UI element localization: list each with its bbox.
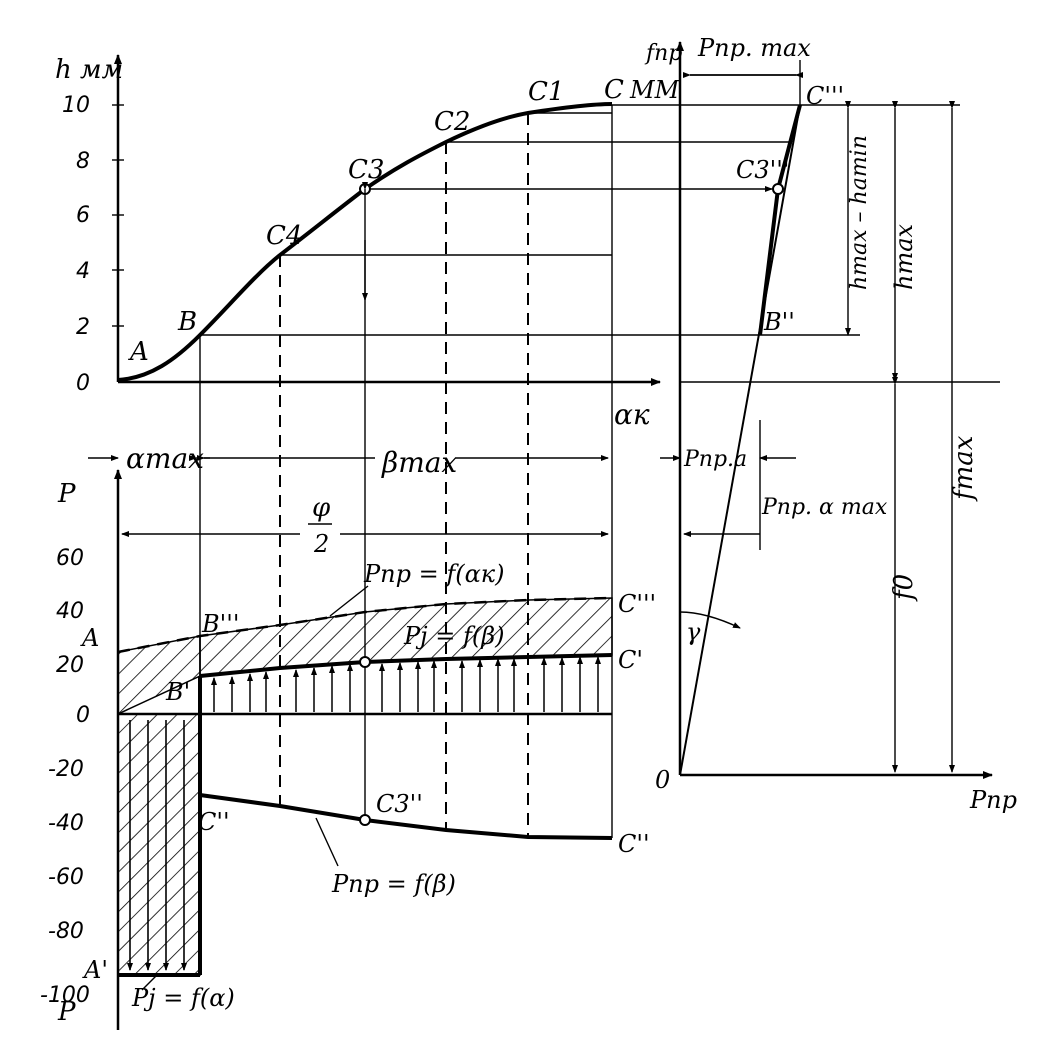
point-b-label: B (177, 307, 197, 337)
lift-grid (200, 104, 960, 336)
inertia-alpha-arrows (127, 720, 187, 971)
p-tick-m60: -60 (48, 865, 84, 890)
point-c3-label: C3 (348, 155, 384, 185)
p-tick-m20: -20 (48, 757, 84, 782)
point-c4-label: C4 (266, 221, 302, 251)
p-tick-m80: -80 (48, 919, 84, 944)
h-tick-8: 8 (76, 149, 90, 174)
h-tick-2: 2 (76, 315, 90, 340)
inertia-beta-label: Pj = f(β) (403, 622, 504, 650)
h-tick-4: 4 (76, 259, 90, 284)
point-a1-label: A' (82, 956, 108, 984)
point-c1-label: C1 (528, 77, 564, 107)
point-c3-3-label: C3''' (736, 156, 789, 184)
point-c1-right-label: C' (618, 646, 643, 674)
spring-characteristic: fпр Pпр. max C''' C3''' B'' Pпр.a Pпр. α… (644, 34, 1017, 814)
gamma-label: γ (686, 618, 701, 646)
point-b1-label: B' (165, 678, 190, 706)
alpha-axis-label: αк (614, 398, 650, 431)
p-tick-0: 0 (76, 703, 90, 728)
spring-curve-beta (199, 793, 613, 840)
p-pr-max-label: Pпр. max (697, 34, 811, 62)
spring-alpha-label: Pпр = f(αк) (363, 560, 504, 588)
f-0-label: f0 (889, 574, 919, 602)
point-c2-label: C2 (434, 107, 470, 137)
two-label: 2 (313, 530, 329, 558)
p-ticks: 60 40 20 0 -20 -40 -60 -80 -100 (40, 546, 90, 1008)
p-pr-a-label: Pпр.a (683, 447, 747, 472)
inertia-arrows (211, 656, 601, 712)
inertia-curve-beta (199, 653, 613, 678)
mm-label: ММ (629, 76, 681, 104)
p-tick-60: 60 (56, 546, 84, 571)
ppr-axis-label: Pпр (969, 786, 1017, 814)
point-c3-top-label: C''' (618, 590, 656, 618)
point-c2-left-label: C'' (198, 808, 230, 836)
h-tick-0: 0 (76, 371, 90, 396)
h-max-label: hmax (890, 223, 918, 290)
h-axis-label: h мм (55, 55, 123, 85)
spring-line (679, 104, 801, 776)
point-c3-2-marker (359, 814, 371, 826)
h-tick-10: 10 (62, 93, 90, 118)
force-diagram: P P 60 40 20 0 -20 -40 -60 -80 -100 (40, 469, 656, 1030)
p-tick-m40: -40 (48, 811, 84, 836)
p-axis-label-top: P (57, 479, 76, 509)
point-b4-label: B'' (763, 308, 795, 336)
point-c2-right-label: C'' (618, 830, 650, 858)
point-c3-2-label: C3'' (376, 790, 423, 818)
p-pr-amax-label: Pпр. α max (761, 495, 888, 520)
inertia-alpha-label: Pj = f(α) (131, 984, 235, 1012)
beta-max-label: βmax (381, 446, 457, 479)
p-axis-label-bottom: P (57, 997, 76, 1027)
alpha-max-label: αmax (126, 442, 204, 475)
point-c-label: C (604, 75, 624, 105)
phi-label: φ (312, 493, 331, 523)
angle-dimensions: αmax βmax φ 2 (88, 442, 609, 558)
p-tick-m100: -100 (40, 983, 90, 1008)
point-a-label: A (128, 337, 149, 367)
spring-beta-label: Pпр = f(β) (331, 870, 456, 898)
point-c3-3-marker (772, 183, 784, 195)
f-max-label: fmax (949, 435, 979, 502)
origin-label: 0 (655, 766, 670, 794)
point-a-force-label: A (80, 624, 99, 652)
connectors (199, 105, 613, 975)
h-tick-6: 6 (76, 203, 90, 228)
point-c3-right-label: C''' (806, 82, 844, 110)
p-tick-20: 20 (56, 653, 84, 678)
lift-diagram: h мм αк 10 8 6 4 2 0 A (55, 54, 960, 431)
point-c3-force-marker (359, 656, 371, 668)
point-b3-label: B''' (201, 610, 239, 638)
h-diff-label: hmax – hamin (847, 135, 872, 290)
p-tick-40: 40 (56, 599, 84, 624)
spring-curve-alpha-k (117, 596, 613, 654)
h-ticks: 10 8 6 4 2 0 (62, 93, 124, 396)
f-pr-label: fпр (644, 41, 682, 66)
